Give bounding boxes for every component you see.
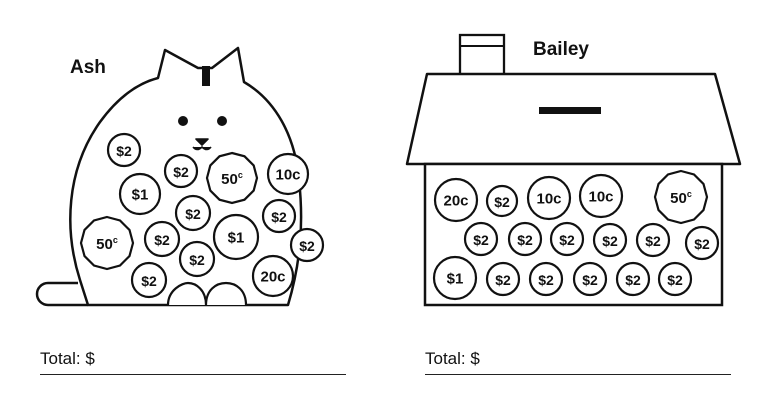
coin-2-dollar: $2 — [130, 261, 168, 299]
coin-label: 10c — [536, 191, 561, 208]
coin-label: $2 — [473, 232, 489, 248]
total-label-bailey: Total: $ — [425, 349, 480, 368]
coin-50-cent: 50c — [79, 215, 135, 271]
house-coin-slot — [539, 107, 601, 114]
coin-10-cent: 10c — [526, 175, 572, 221]
coin-2-dollar: $2 — [106, 132, 142, 168]
house-roof — [405, 72, 742, 166]
coin-1-dollar: $1 — [432, 255, 478, 301]
coin-2-dollar: $2 — [572, 261, 608, 297]
cat-right-eye — [217, 116, 227, 126]
bank-name-bailey: Bailey — [533, 39, 589, 60]
coin-20-cent: 20c — [251, 254, 295, 298]
coin-2-dollar: $2 — [507, 221, 543, 257]
coin-label: $2 — [185, 206, 201, 222]
house-money-box: Bailey 20c $2 10c 10c 50c $2 $2 $2 $2 $2 $2 $1 $2 $2 $… — [405, 33, 742, 307]
coin-1-dollar: $1 — [118, 172, 162, 216]
cat-coins: $2 $2 50c 10c $1 $2 $2 $1 $2 50c $2 $2 $2 20c — [79, 132, 325, 299]
coin-label: $1 — [228, 230, 245, 247]
total-answer-line-ash — [40, 374, 346, 375]
coin-label: 50c — [670, 189, 692, 207]
bank-name-ash: Ash — [70, 57, 106, 78]
coin-label: $2 — [645, 233, 661, 249]
coin-label: $2 — [116, 143, 132, 159]
total-label-ash: Total: $ — [40, 349, 95, 368]
coin-50-cent: 50c — [653, 169, 709, 225]
coin-2-dollar: $2 — [657, 261, 693, 297]
total-answer-line-bailey — [425, 374, 731, 375]
cat-tail — [35, 281, 88, 307]
coin-20-cent: 20c — [433, 177, 479, 223]
cat-left-eye — [178, 116, 188, 126]
coin-50-cent: 50c — [205, 151, 259, 205]
coin-2-dollar: $2 — [485, 261, 521, 297]
coin-2-dollar: $2 — [289, 227, 325, 263]
coin-label: $2 — [538, 272, 554, 288]
coin-label: $2 — [625, 272, 641, 288]
coin-2-dollar: $2 — [463, 221, 499, 257]
coin-label: $2 — [173, 164, 189, 180]
house-coins: 20c $2 10c 10c 50c $2 $2 $2 $2 $2 $2 $1 $2 $2 $2 $2 $2 — [432, 169, 720, 301]
coin-2-dollar: $2 — [684, 225, 720, 261]
coin-label: $1 — [447, 271, 464, 288]
coin-label: $2 — [271, 209, 287, 225]
coin-label: $2 — [667, 272, 683, 288]
coin-2-dollar: $2 — [485, 184, 519, 218]
coin-label: $2 — [495, 272, 511, 288]
coin-label: 20c — [260, 269, 285, 286]
coin-2-dollar: $2 — [178, 240, 216, 278]
coin-label: $2 — [602, 233, 618, 249]
coin-label: $2 — [189, 252, 205, 268]
coin-2-dollar: $2 — [261, 198, 297, 234]
coin-2-dollar: $2 — [174, 194, 212, 232]
coin-2-dollar: $2 — [143, 220, 181, 258]
coin-label: $2 — [517, 232, 533, 248]
coin-2-dollar: $2 — [615, 261, 651, 297]
coin-label: $1 — [132, 187, 149, 204]
coin-label: $2 — [559, 232, 575, 248]
coin-10-cent: 10c — [578, 173, 624, 219]
coin-label: $2 — [582, 272, 598, 288]
coin-1-dollar: $1 — [212, 213, 260, 261]
coin-2-dollar: $2 — [528, 261, 564, 297]
cat-money-box: Ash $2 $2 50c 10c $1 $2 $2 $1 $2 50c $2 $2 $2 20c — [35, 46, 325, 307]
coin-label: 50c — [221, 170, 243, 188]
coin-10-cent: 10c — [266, 152, 310, 196]
cat-paws — [166, 281, 248, 306]
coin-label: 10c — [588, 189, 613, 206]
coin-label: $2 — [494, 194, 510, 210]
coin-2-dollar: $2 — [549, 221, 585, 257]
coin-label: $2 — [141, 273, 157, 289]
coin-2-dollar: $2 — [163, 153, 199, 189]
coin-2-dollar: $2 — [592, 222, 628, 258]
coin-label: 50c — [96, 235, 118, 253]
coin-label: $2 — [154, 232, 170, 248]
cat-mouth — [192, 138, 212, 151]
house-chimney — [458, 33, 506, 77]
coin-2-dollar: $2 — [635, 222, 671, 258]
coin-label: $2 — [694, 236, 710, 252]
coin-label: 10c — [275, 167, 300, 184]
coin-label: 20c — [443, 193, 468, 210]
cat-coin-slot — [202, 66, 210, 86]
coin-label: $2 — [299, 238, 315, 254]
